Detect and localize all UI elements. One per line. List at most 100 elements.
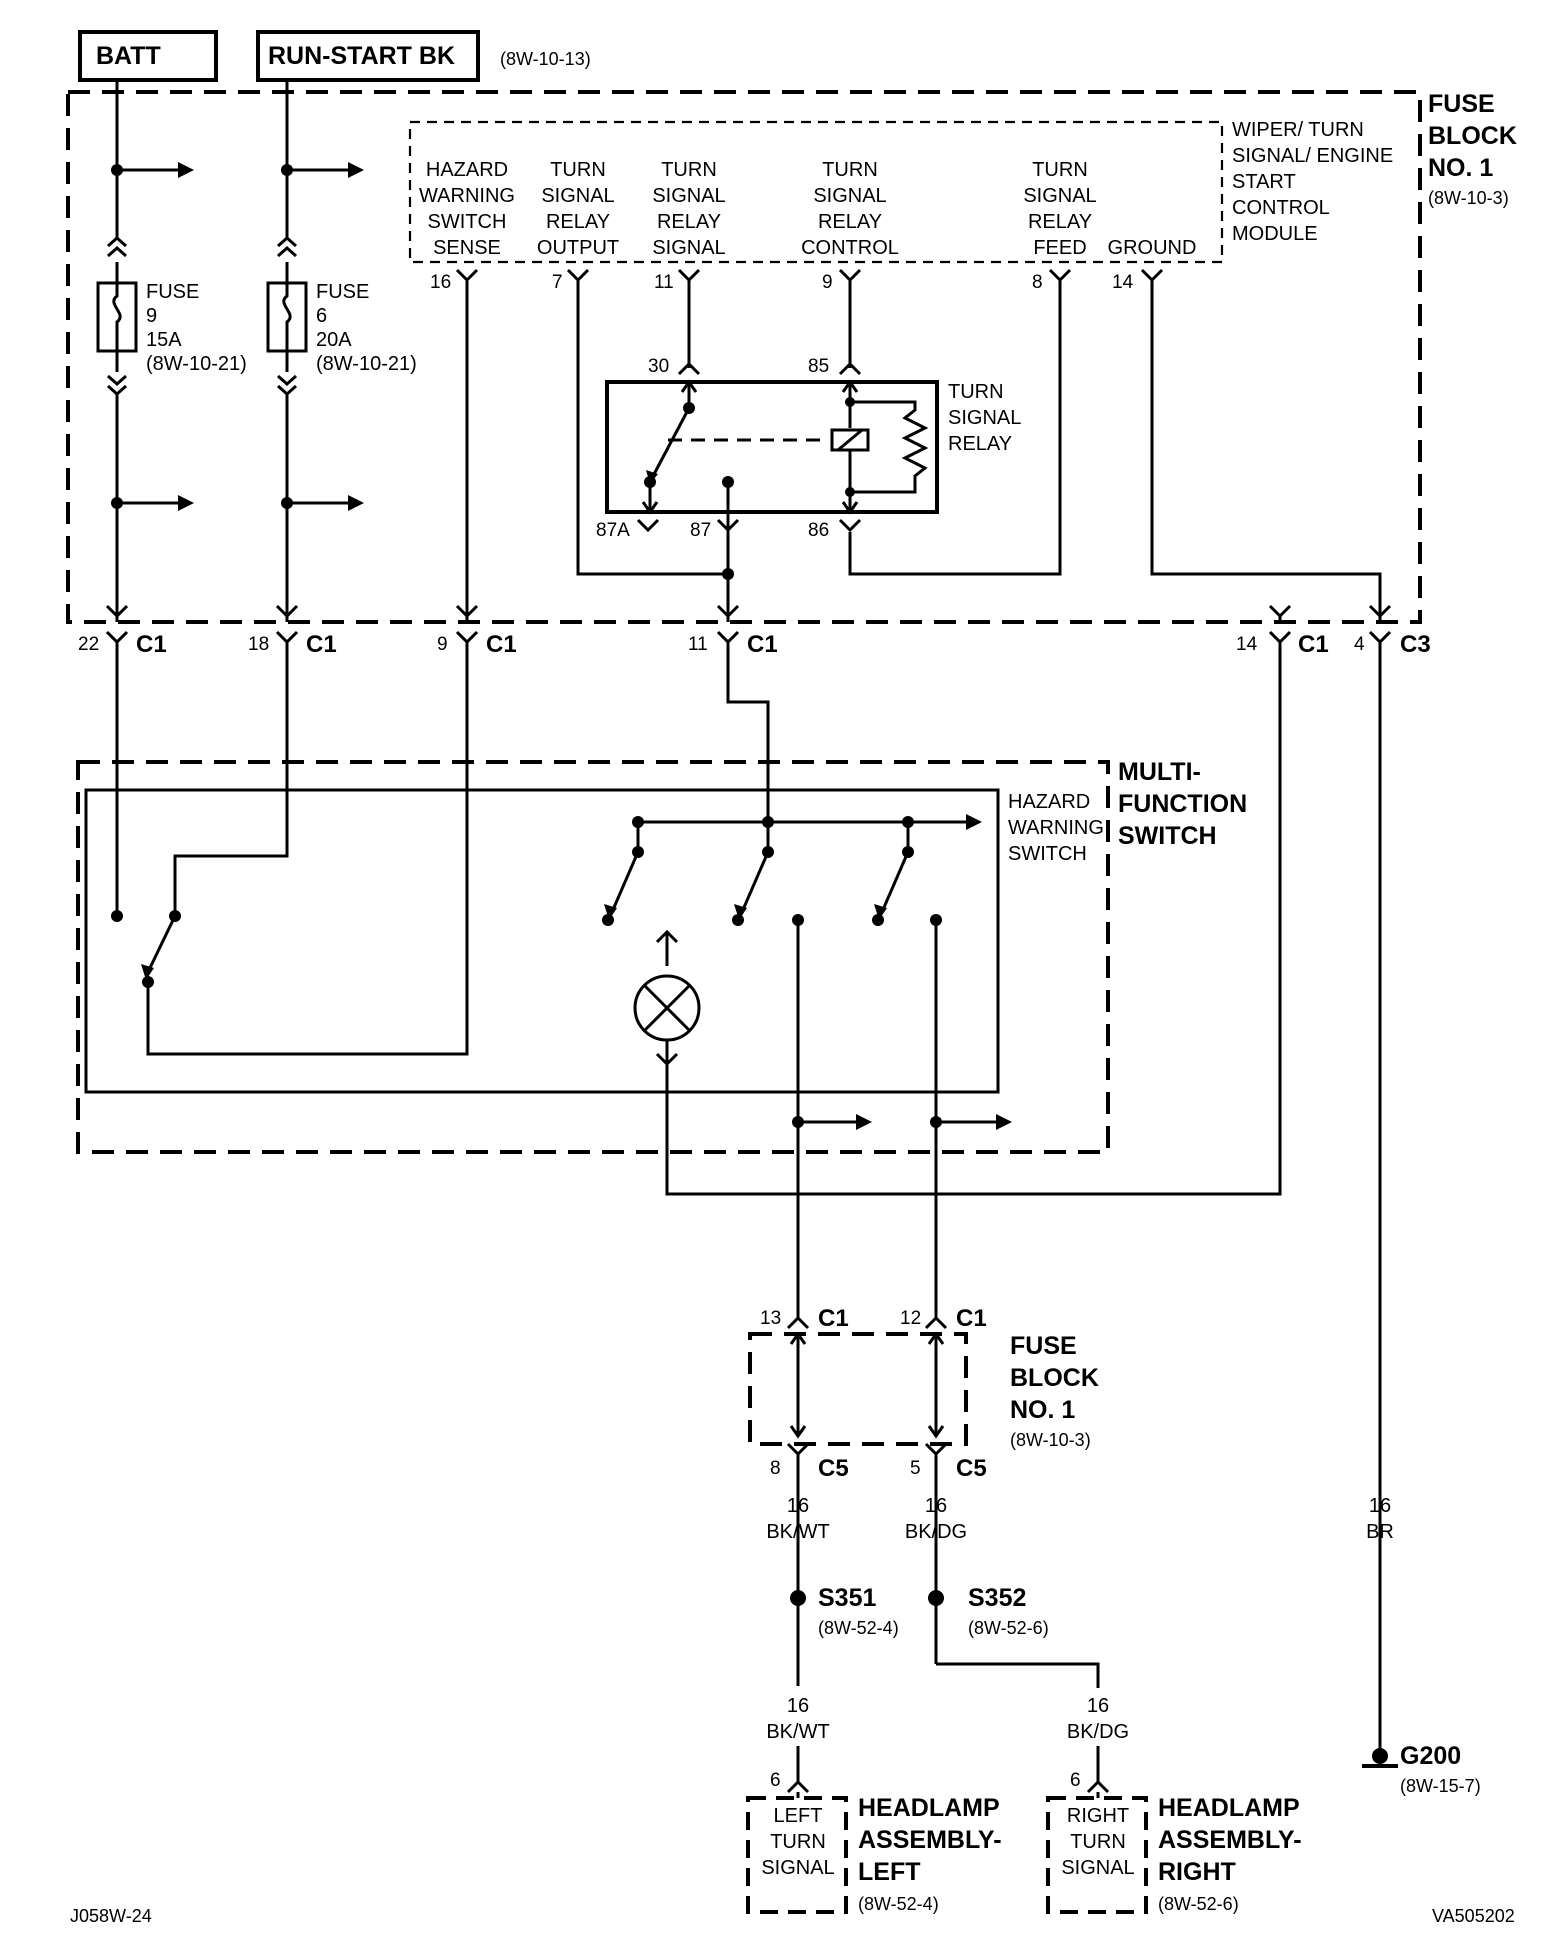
pin-num-7: 7 — [552, 272, 563, 293]
svg-text:4: 4 — [1354, 634, 1365, 655]
svg-text:16: 16 — [925, 1495, 947, 1517]
svg-text:FUNCTION: FUNCTION — [1118, 790, 1247, 818]
svg-text:SIGNAL/ ENGINE: SIGNAL/ ENGINE — [1232, 145, 1393, 167]
run-start-ref: (8W-10-13) — [500, 49, 591, 69]
fuse9-line-4: (8W-10-21) — [146, 353, 247, 375]
pin-num-8: 8 — [1032, 272, 1043, 293]
svg-text:NO. 1: NO. 1 — [1010, 1396, 1075, 1424]
svg-text:BK/DG: BK/DG — [1067, 1721, 1129, 1743]
fuse6-line-3: 20A — [316, 329, 352, 351]
svg-text:5: 5 — [910, 1458, 921, 1479]
svg-text:TURN: TURN — [948, 381, 1004, 403]
module-name: WIPER/ TURN SIGNAL/ ENGINE START CONTROL… — [1232, 119, 1393, 245]
fuse6-line-4: (8W-10-21) — [316, 353, 417, 375]
svg-text:TURN: TURN — [822, 159, 878, 181]
svg-text:OUTPUT: OUTPUT — [537, 237, 619, 259]
fuse-block-top-ref: (8W-10-3) — [1428, 188, 1509, 208]
relay-pin-87a: 87A — [596, 520, 630, 541]
svg-text:HAZARD: HAZARD — [1008, 791, 1090, 813]
module-border — [408, 120, 1224, 264]
svg-text:13: 13 — [760, 1308, 781, 1329]
svg-text:RELAY: RELAY — [948, 433, 1012, 455]
svg-text:RELAY: RELAY — [546, 211, 610, 233]
splice-s352-ref: (8W-52-6) — [968, 1618, 1049, 1638]
svg-text:SIGNAL: SIGNAL — [761, 1857, 834, 1879]
batt-label: BATT — [96, 42, 161, 70]
svg-text:C1: C1 — [956, 1305, 987, 1332]
svg-text:SIGNAL: SIGNAL — [1023, 185, 1096, 207]
svg-text:SIGNAL: SIGNAL — [652, 237, 725, 259]
svg-text:BLOCK: BLOCK — [1010, 1364, 1099, 1392]
svg-text:SWITCH: SWITCH — [1118, 822, 1217, 850]
svg-text:SWITCH: SWITCH — [428, 211, 507, 233]
hazard-indicator-lamp-icon — [633, 929, 701, 1067]
lower-wires — [796, 1546, 1100, 1784]
fuse9-line-1: FUSE — [146, 281, 199, 303]
fuse-block-bottom-border — [748, 1332, 968, 1446]
ground-icon — [1362, 1748, 1398, 1768]
svg-text:16: 16 — [1087, 1695, 1109, 1717]
fuse-block-top-title-1: FUSE — [1428, 90, 1495, 118]
top-connector-labels: 22 C1 18 C1 9 C1 11 C1 14 C1 4 C3 — [78, 631, 1431, 658]
svg-text:ASSEMBLY-: ASSEMBLY- — [858, 1826, 1002, 1854]
svg-text:RIGHT: RIGHT — [1158, 1858, 1236, 1886]
svg-text:BK/WT: BK/WT — [766, 1521, 829, 1543]
svg-text:FEED: FEED — [1033, 237, 1086, 259]
svg-text:WARNING: WARNING — [419, 185, 515, 207]
svg-text:SWITCH: SWITCH — [1008, 843, 1087, 865]
headlamp-right-connector — [1086, 1779, 1110, 1798]
svg-text:TURN: TURN — [550, 159, 606, 181]
splice-s351-label: S351 — [818, 1584, 876, 1612]
headlamp-right-title: HEADLAMP ASSEMBLY- RIGHT (8W-52-6) — [1158, 1794, 1302, 1914]
headlamp-left-connector — [786, 1779, 810, 1798]
mfs-border — [76, 760, 1110, 1154]
relay-internals — [636, 361, 929, 616]
svg-text:(8W-52-6): (8W-52-6) — [1158, 1894, 1239, 1914]
svg-text:C1: C1 — [306, 631, 337, 658]
mfs-switch-contacts — [111, 814, 1012, 1320]
svg-text:C1: C1 — [136, 631, 167, 658]
pin-num-16: 16 — [430, 272, 451, 293]
svg-text:RELAY: RELAY — [657, 211, 721, 233]
bottom-fuse-connectors — [786, 1315, 948, 1598]
svg-text:TURN: TURN — [661, 159, 717, 181]
mfs-title: MULTI- FUNCTION SWITCH — [1118, 758, 1247, 850]
svg-text:LEFT: LEFT — [858, 1858, 921, 1886]
pin-num-9: 9 — [822, 272, 833, 293]
splice-s351-dot — [790, 1590, 806, 1606]
svg-text:CONTROL: CONTROL — [801, 237, 899, 259]
svg-text:(8W-52-4): (8W-52-4) — [858, 1894, 939, 1914]
svg-text:START: START — [1232, 171, 1296, 193]
top-connector-symbols — [105, 604, 1392, 1760]
relay-pin-86: 86 — [808, 520, 829, 541]
module-pin-relay-output: TURN SIGNAL RELAY OUTPUT — [537, 159, 619, 259]
svg-text:FUSE: FUSE — [1010, 1332, 1077, 1360]
fuse6-line-2: 6 — [316, 305, 327, 327]
svg-text:22: 22 — [78, 634, 99, 655]
svg-text:GROUND: GROUND — [1108, 237, 1197, 259]
svg-text:C3: C3 — [1400, 631, 1431, 658]
svg-text:14: 14 — [1236, 634, 1258, 655]
module-pin-relay-feed: TURN SIGNAL RELAY FEED — [1023, 159, 1096, 259]
svg-text:C1: C1 — [747, 631, 778, 658]
svg-text:(8W-10-3): (8W-10-3) — [1010, 1430, 1091, 1450]
svg-text:C5: C5 — [818, 1455, 849, 1482]
wire-labels: 16 BK/WT 16 BK/DG 16 BR 16 BK/WT 16 BK/D… — [766, 1495, 1394, 1743]
svg-text:SIGNAL: SIGNAL — [541, 185, 614, 207]
svg-text:12: 12 — [900, 1308, 921, 1329]
ground-label: G200 — [1400, 1742, 1461, 1770]
module-pin-ground: GROUND — [1108, 237, 1197, 259]
svg-text:11: 11 — [688, 634, 708, 655]
svg-text:SENSE: SENSE — [433, 237, 501, 259]
svg-text:TURN: TURN — [770, 1831, 826, 1853]
svg-text:SIGNAL: SIGNAL — [1061, 1857, 1134, 1879]
hazard-switch-box — [84, 788, 1000, 1094]
run-start-wire — [266, 80, 364, 616]
headlamp-left-title: HEADLAMP ASSEMBLY- LEFT (8W-52-4) — [858, 1794, 1002, 1914]
headlamp-right-box — [1046, 1796, 1148, 1914]
footer-left-code: J058W-24 — [70, 1906, 152, 1926]
svg-text:TURN: TURN — [1032, 159, 1088, 181]
svg-text:16: 16 — [1369, 1495, 1391, 1517]
svg-text:RELAY: RELAY — [1028, 211, 1092, 233]
